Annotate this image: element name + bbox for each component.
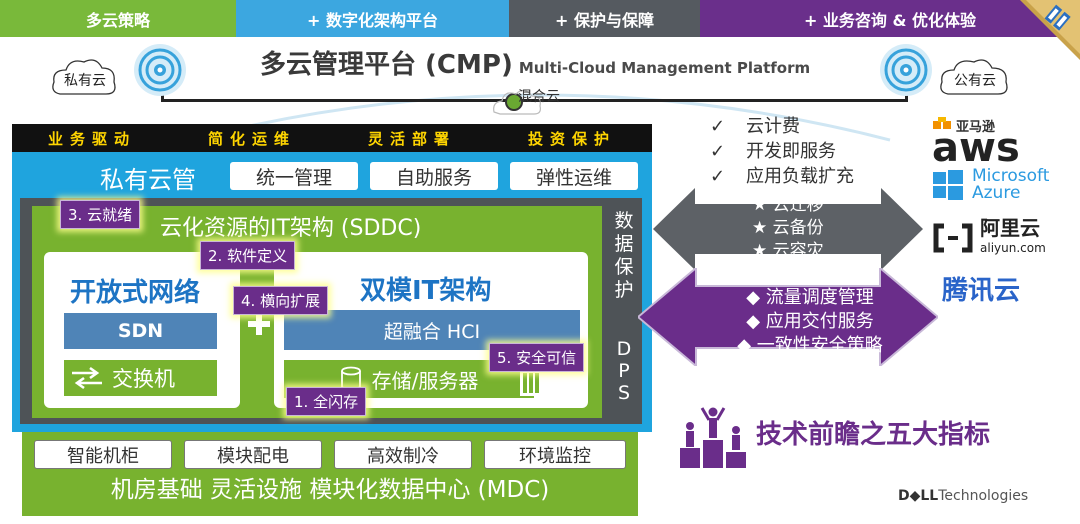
dell-tech: Technologies	[938, 488, 1029, 504]
aliyun-logo: 阿里云 aliyun.com	[932, 218, 1046, 258]
top-banner: 多云策略 + 数字化架构平台 + 保护与保障 + 业务咨询 & 优化体验	[0, 0, 1080, 37]
sdn-block: SDN	[64, 313, 217, 349]
check-item-label: 应用负载扩充	[746, 166, 854, 187]
cmp-subtitle: Multi-Cloud Management Platform	[518, 59, 811, 77]
cmp-title: 多云管理平台 (CMP) Multi-Cloud Management Platf…	[260, 44, 810, 81]
dps-s: S	[617, 382, 631, 404]
pill-efficient-cooling: 高效制冷	[334, 440, 472, 469]
private-cloud-mgmt-title: 私有云管	[100, 166, 196, 194]
tag-scale-out: 4. 横向扩展	[233, 286, 329, 315]
star-item-dr: ★ 云容灾	[752, 241, 824, 261]
check-icon: ✓	[710, 141, 726, 162]
five-indicators-title: 技术前瞻之五大指标	[756, 420, 991, 450]
private-cloud-label: 私有云	[64, 73, 106, 89]
pill-self-service: 自助服务	[370, 162, 498, 190]
sddc-title: 云化资源的IT架构 (SDDC)	[160, 216, 422, 241]
mdc-title: 机房基础 灵活设施 模块化数据中心 (MDC)	[110, 477, 550, 503]
data-protection-label: 数 据 保 护	[606, 210, 642, 302]
aws-wordmark: aws	[932, 125, 1020, 171]
value-bar: 业务驱动 简化运维 灵活部署 投资保护	[12, 124, 652, 152]
tag-secure-trusted: 5. 安全可信	[489, 343, 585, 372]
server-rack-icon	[520, 370, 542, 396]
tencent-cloud-logo: 腾讯云	[942, 276, 1021, 306]
dp-char-3: 保	[614, 256, 634, 278]
gray-double-arrow-icon	[653, 188, 923, 270]
azure-logo: Microsoft Azure	[932, 168, 1049, 202]
plus-icon	[248, 313, 270, 335]
star-item-backup: ★ 云备份	[752, 218, 824, 238]
aliyun-cn-label: 阿里云	[980, 216, 1040, 240]
value-investment-protect: 投资保护	[527, 129, 616, 148]
storage-server-label: 存储/服务器	[371, 368, 479, 393]
azure-microsoft-label: Microsoft	[972, 166, 1050, 186]
tag-all-flash: 1. 全闪存	[286, 387, 367, 416]
aliyun-en-label: aliyun.com	[980, 241, 1046, 255]
diamond-item-delivery: ◆ 应用交付服务	[746, 311, 874, 332]
check-icon: ✓	[710, 166, 726, 187]
public-cloud-icon	[940, 59, 1008, 95]
aws-logo: 亚马逊 aws	[932, 116, 1020, 171]
public-cloud-node-icon	[880, 44, 932, 96]
value-flexible-deploy: 灵活部署	[367, 129, 456, 148]
hybrid-cloud-icon	[493, 89, 541, 115]
switch-block: 交换机	[64, 360, 217, 396]
check-item-label: 开发即服务	[746, 141, 836, 162]
dps-p: P	[618, 360, 630, 382]
check-list: ✓ 云计费 ✓ 开发即服务 ✓ 应用负载扩充	[710, 114, 854, 189]
decorative-arc	[189, 93, 891, 142]
purple-double-arrow-icon	[638, 268, 938, 366]
banner-protection: + 保护与保障	[509, 0, 700, 37]
banner-multi-cloud-strategy: 多云策略	[0, 0, 236, 37]
dp-char-2: 据	[614, 233, 634, 255]
banner-consulting: + 业务咨询 & 优化体验	[700, 0, 1080, 37]
podium-people-icon	[680, 407, 746, 468]
check-item: ✓ 云计费	[710, 114, 854, 139]
tag-cloud-ready: 3. 云就绪	[60, 200, 141, 229]
check-item: ✓ 应用负载扩充	[710, 164, 854, 189]
dps-label: D P S	[606, 338, 642, 404]
windows-logo-icon	[933, 170, 963, 200]
cmp-title-cn: 多云管理平台 (CMP)	[260, 50, 513, 80]
star-item-migration: ★ 云迁移	[752, 195, 824, 215]
switch-arrows-icon	[72, 366, 102, 390]
link-line-hybrid	[163, 99, 907, 102]
pill-unified-mgmt: 统一管理	[230, 162, 358, 190]
dp-char-1: 数	[614, 210, 634, 232]
switch-label: 交换机	[112, 367, 175, 391]
pill-modular-power: 模块配电	[184, 440, 322, 469]
check-item-label: 云计费	[746, 116, 800, 137]
check-icon: ✓	[710, 116, 726, 137]
corner-logo-icon	[1020, 0, 1080, 60]
aws-cube-icon	[933, 116, 951, 129]
bimodal-it-title: 双模IT架构	[360, 276, 492, 306]
private-cloud-node-icon	[134, 44, 186, 96]
azure-label: Azure	[972, 183, 1021, 203]
dell-brand: D◆LL	[898, 488, 939, 504]
check-item: ✓ 开发即服务	[710, 139, 854, 164]
tag-software-defined: 2. 软件定义	[200, 241, 296, 270]
pill-smart-rack: 智能机柜	[34, 440, 172, 469]
dps-d: D	[616, 338, 632, 360]
dell-technologies-logo: D◆LLTechnologies	[898, 488, 1028, 504]
aws-cn-label: 亚马逊	[956, 120, 996, 135]
pill-elastic-ops: 弹性运维	[510, 162, 638, 190]
value-simplified-ops: 简化运维	[207, 129, 296, 148]
value-business-driven: 业务驱动	[47, 129, 136, 148]
aliyun-bracket-icon	[933, 223, 973, 253]
private-cloud-icon	[52, 59, 116, 95]
dp-char-4: 护	[614, 279, 634, 301]
star-list: ★ 云迁移 ★ 云备份 ★ 云容灾	[752, 194, 824, 263]
pill-env-monitoring: 环境监控	[484, 440, 626, 469]
diamond-item-security: ◆ 一致性安全策略	[737, 335, 883, 356]
open-network-title: 开放式网络	[70, 278, 201, 308]
hybrid-cloud-label: 混合云	[518, 89, 560, 105]
diamond-list: ◆ 流量调度管理 ◆ 应用交付服务 ◆ 一致性安全策略	[710, 286, 910, 358]
diamond-item-traffic: ◆ 流量调度管理	[746, 287, 874, 308]
banner-digital-platform: + 数字化架构平台	[236, 0, 509, 37]
public-cloud-label: 公有云	[954, 73, 996, 89]
